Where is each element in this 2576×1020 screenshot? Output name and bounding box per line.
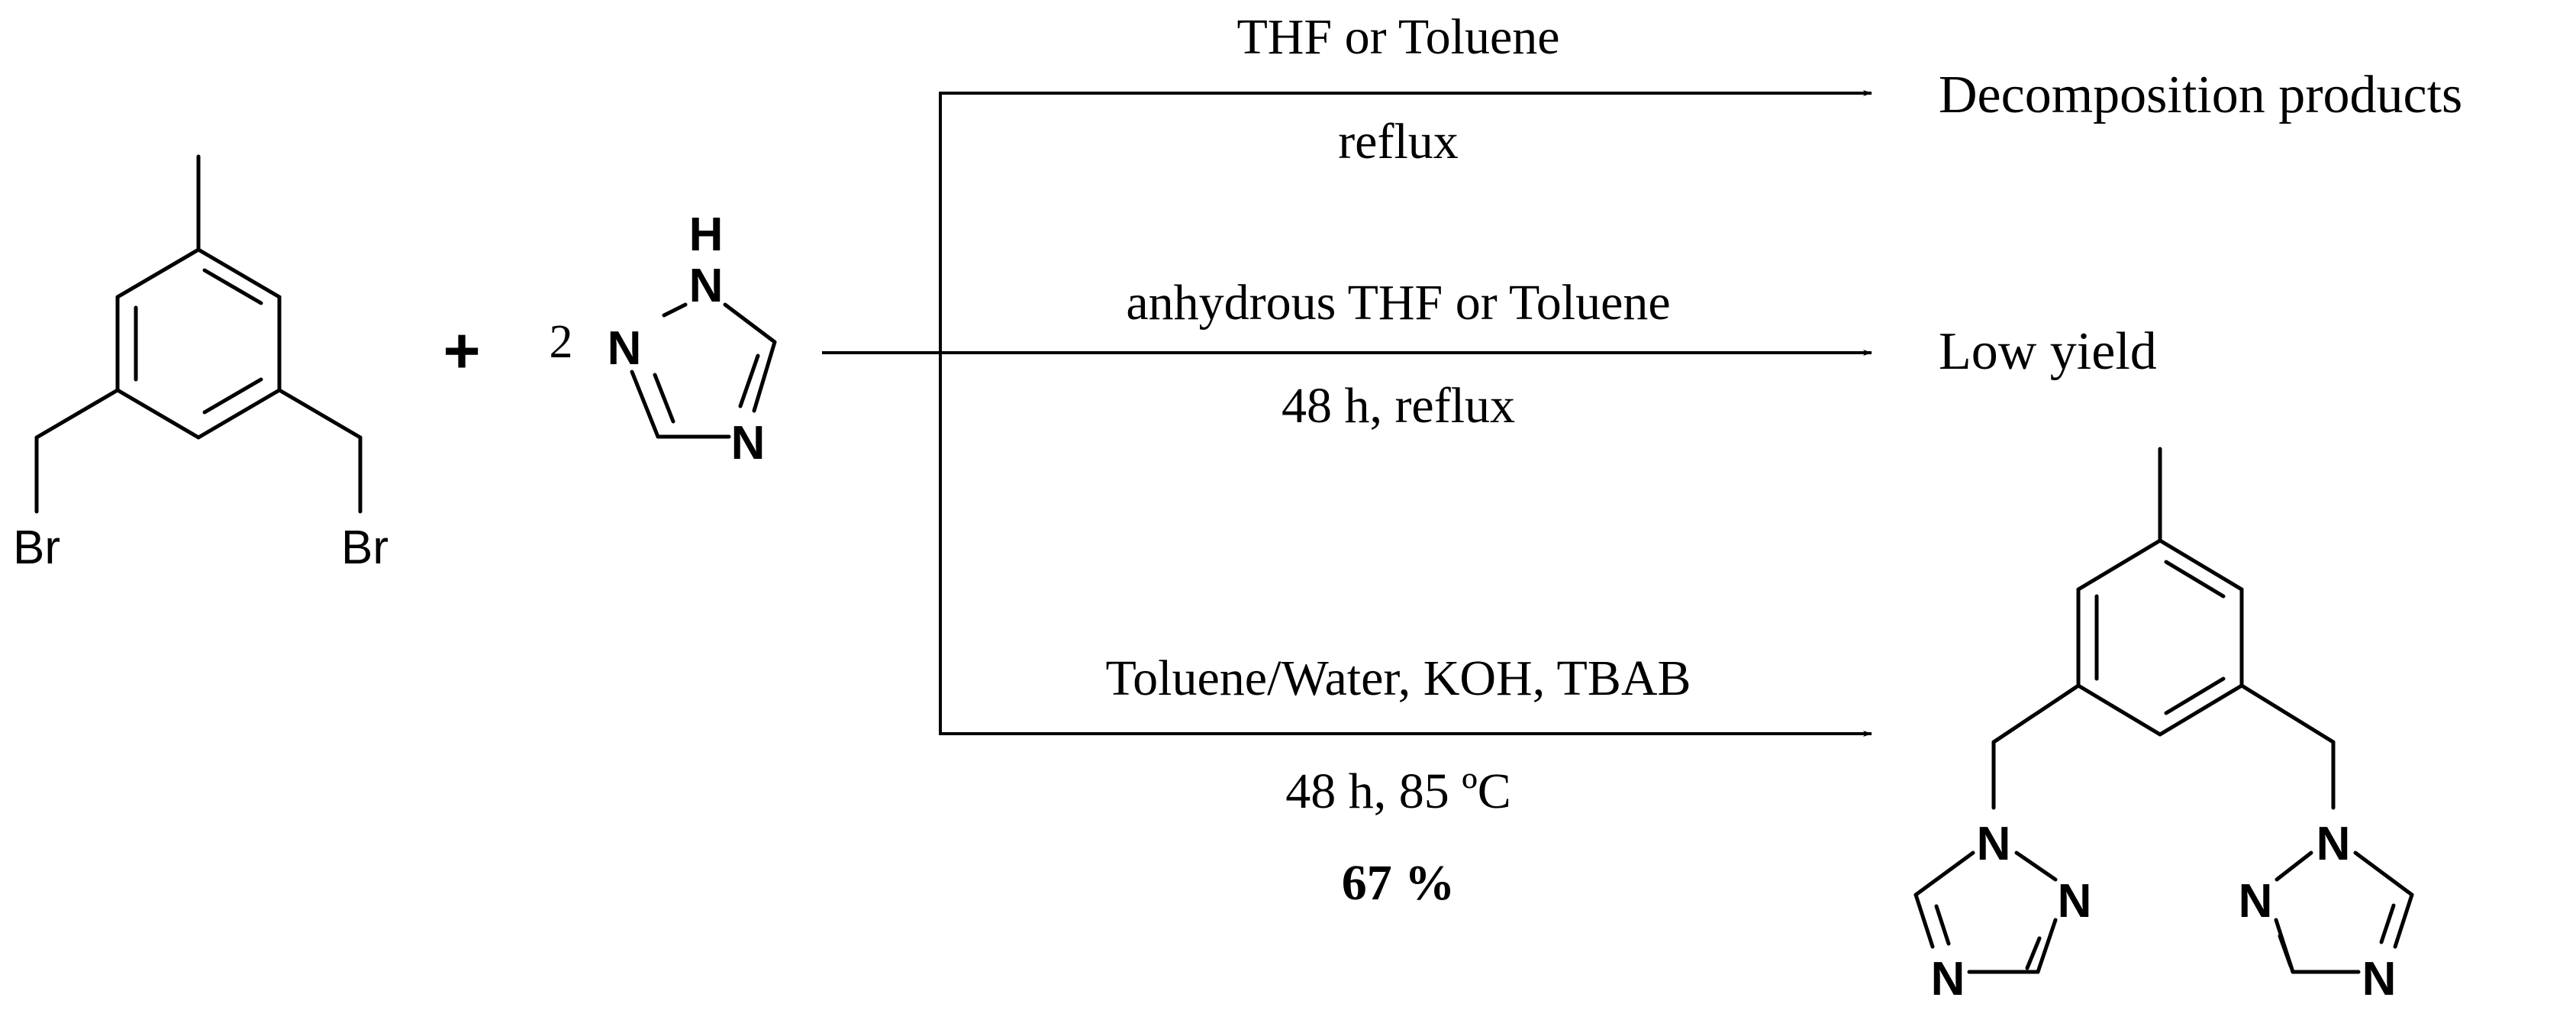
dibromide-reactant: Br Br [13, 154, 388, 574]
route-3-conditions-below: 48 h, 85 ºC [1285, 763, 1511, 819]
dibromide-bonds [34, 154, 363, 514]
route-2-conditions-above: anhydrous THF or Toluene [1126, 275, 1670, 331]
route-2-conditions-below: 48 h, reflux [1282, 378, 1515, 434]
triazole-n2-label: N [608, 322, 642, 375]
route-2-outcome: Low yield [1939, 322, 2157, 381]
triazole-n1-label: N [689, 260, 724, 312]
product-left-n2-label: N [2058, 875, 2092, 928]
route-3-conditions-above: Toluene/Water, KOH, TBAB [1105, 650, 1691, 706]
triazole-reactant: H N N N [608, 208, 777, 470]
route-1-outcome: Decomposition products [1939, 66, 2462, 124]
route-1-conditions-below: reflux [1338, 114, 1459, 169]
plus-sign: + [443, 315, 480, 386]
bromine-label-left: Br [13, 521, 60, 574]
reaction-arrows [822, 90, 1872, 737]
product-right-n2-label: N [2239, 875, 2273, 928]
product-left-n1-label: N [1977, 818, 2011, 870]
product-right-n4-label: N [2362, 953, 2397, 1005]
triazole-n4-label: N [731, 417, 766, 470]
product-bonds [1913, 447, 2414, 974]
bromine-label-right: Br [341, 521, 388, 574]
product-left-n4-label: N [1931, 953, 1965, 1005]
route-1-conditions-above: THF or Toluene [1236, 9, 1559, 65]
route-3-yield: 67 % [1342, 855, 1456, 911]
triazole-h-label: H [689, 208, 724, 261]
triazole-bonds [630, 302, 777, 439]
stoichiometric-coefficient: 2 [550, 316, 573, 368]
bis-triazole-product: N N N N N N [1913, 447, 2414, 1005]
product-right-n1-label: N [2316, 818, 2351, 870]
